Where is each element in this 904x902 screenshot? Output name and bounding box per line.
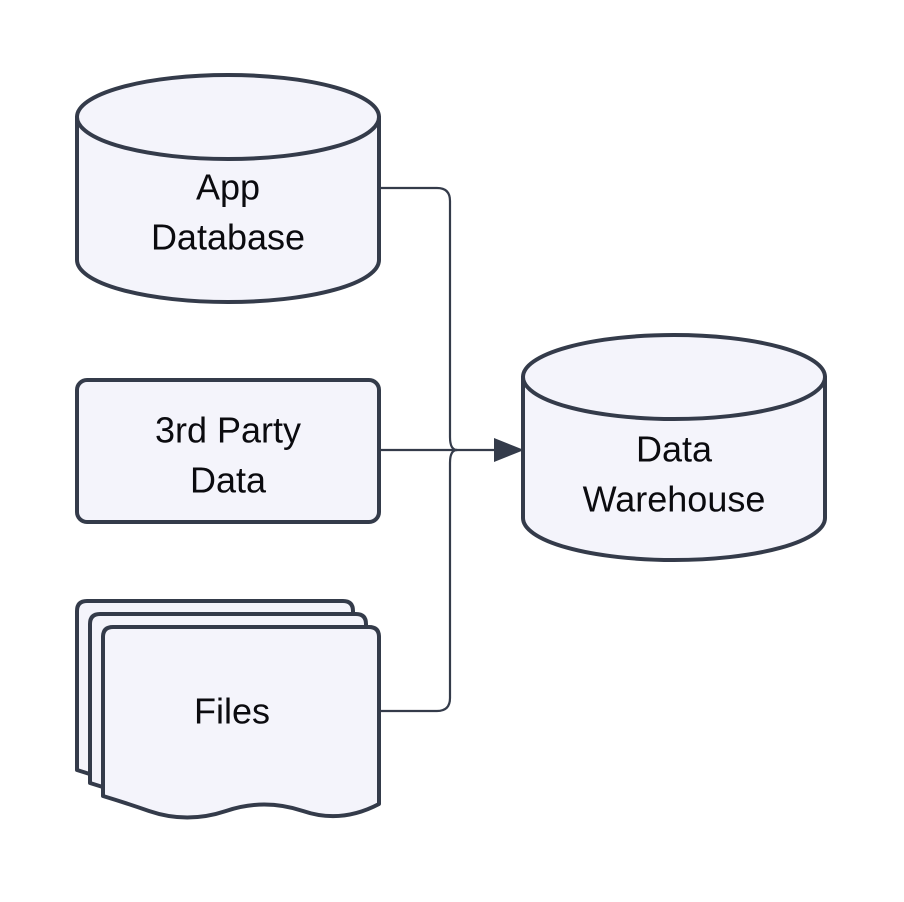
third-party-data-label-line1: 3rd Party [155,410,301,451]
files-sheet-front [101,625,381,820]
node-third-party-data[interactable]: 3rd Party Data [75,378,381,524]
third-party-data-box [75,378,381,524]
node-data-warehouse[interactable]: Data Warehouse [521,333,827,562]
app-database-label-line2: Database [151,217,305,258]
files-label-line1: Files [194,691,270,732]
app-database-label-line1: App [196,167,260,208]
app-database-cylinder-rim [75,115,381,161]
third-party-data-label-line2: Data [190,460,267,501]
arrowhead-icon [494,438,524,462]
data-warehouse-label-line1: Data [636,429,713,470]
data-warehouse-cylinder-body [521,333,827,562]
data-warehouse-label-line2: Warehouse [583,479,766,520]
data-warehouse-cylinder-rim [521,375,827,421]
node-app-database[interactable]: App Database [75,73,381,304]
edge-layer [377,186,524,713]
node-files[interactable]: Files [75,599,381,820]
edge-files-to-warehouse[interactable] [377,448,459,713]
app-database-cylinder-body [75,73,381,304]
edge-app-database-to-warehouse[interactable] [377,186,459,452]
